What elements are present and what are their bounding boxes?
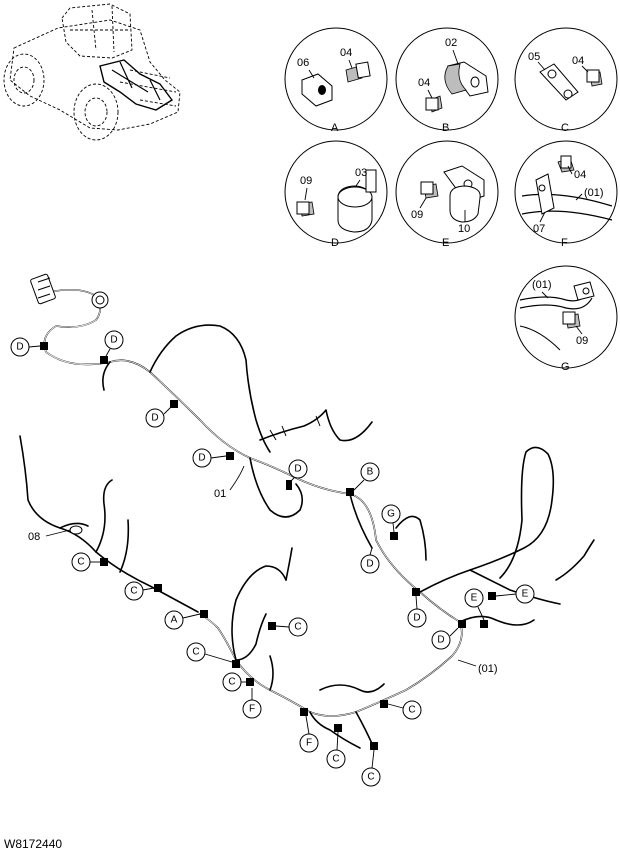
svg-text:E: E xyxy=(471,593,478,604)
callout-b: B xyxy=(353,462,380,491)
detail-d-label-03: 03 xyxy=(355,167,367,179)
detail-g-label-01: (01) xyxy=(532,279,552,291)
detail-c-label-04: 04 xyxy=(572,55,584,67)
callout-a: A xyxy=(164,610,201,630)
svg-text:E: E xyxy=(522,589,529,600)
callout-d: D xyxy=(360,547,380,574)
callout-d: D xyxy=(104,330,124,357)
detail-f-label-04: 04 xyxy=(574,169,586,181)
callout-e: E xyxy=(495,584,535,604)
svg-text:D: D xyxy=(16,342,23,353)
detail-view-c: 05 04 C xyxy=(514,27,618,134)
svg-text:C: C xyxy=(408,705,415,716)
svg-text:F: F xyxy=(306,738,312,749)
detail-a-letter: A xyxy=(331,122,339,134)
svg-text:C: C xyxy=(77,557,84,568)
svg-text:B: B xyxy=(367,467,374,478)
svg-text:C: C xyxy=(332,754,339,765)
svg-text:D: D xyxy=(437,635,444,646)
callouts: D D D D D B G D D E E D C C A C C C F C … xyxy=(10,330,535,787)
detail-c-label-05: 05 xyxy=(528,51,540,63)
callout-c: C xyxy=(387,700,422,720)
detail-g-label-09: 09 xyxy=(576,335,588,347)
svg-text:D: D xyxy=(413,613,420,624)
harness-label-01: 01 xyxy=(214,488,226,500)
callout-d: D xyxy=(431,627,459,650)
main-harness-wires xyxy=(19,273,595,750)
svg-text:F: F xyxy=(249,704,255,715)
callout-f: F xyxy=(242,688,262,719)
callout-c: C xyxy=(326,731,346,769)
svg-text:C: C xyxy=(228,677,235,688)
callout-c: C xyxy=(186,642,233,663)
detail-view-f: 04 (01) 07 F xyxy=(514,140,618,249)
svg-text:G: G xyxy=(387,509,395,520)
machine-overview-illustration xyxy=(3,3,181,141)
callout-g: G xyxy=(381,504,401,533)
callout-c: C xyxy=(124,581,155,601)
callout-d: D xyxy=(145,405,173,428)
detail-b-letter: B xyxy=(442,122,449,134)
detail-a-label-04: 04 xyxy=(340,47,352,59)
detail-d-letter: D xyxy=(331,237,339,249)
svg-text:C: C xyxy=(130,586,137,597)
callout-d: D xyxy=(288,459,308,483)
detail-f-letter: F xyxy=(561,237,568,249)
detail-b-label-02: 02 xyxy=(445,37,457,49)
detail-view-e: 09 10 E xyxy=(395,140,499,249)
detail-c-letter: C xyxy=(561,122,569,134)
svg-text:D: D xyxy=(294,464,301,475)
svg-text:C: C xyxy=(192,647,199,658)
callout-e: E xyxy=(464,588,485,621)
detail-b-label-04: 04 xyxy=(418,77,430,89)
detail-f-label-01: (01) xyxy=(584,187,604,199)
callout-c: C xyxy=(275,617,308,637)
svg-text:A: A xyxy=(171,615,178,626)
detail-view-a: 06 04 A xyxy=(284,27,388,134)
detail-view-b: 02 04 B xyxy=(395,27,499,134)
callout-f: F xyxy=(299,715,319,753)
svg-text:C: C xyxy=(294,622,301,633)
svg-text:D: D xyxy=(198,453,205,464)
detail-d-label-09: 09 xyxy=(300,175,312,187)
callout-c: C xyxy=(222,672,246,692)
svg-text:D: D xyxy=(366,559,373,570)
svg-text:D: D xyxy=(110,335,117,346)
detail-view-d: 09 03 D xyxy=(284,140,388,249)
callout-d: D xyxy=(407,595,427,628)
figure-code: W8172440 xyxy=(4,837,62,851)
detail-e-label-09: 09 xyxy=(411,209,423,221)
detail-f-label-07: 07 xyxy=(533,223,545,235)
harness-label-01-ref: (01) xyxy=(478,663,498,675)
detail-e-letter: E xyxy=(442,237,449,249)
detail-g-letter: G xyxy=(561,361,570,373)
detail-view-g: (01) 09 G xyxy=(514,265,618,373)
callout-c: C xyxy=(71,552,100,572)
grommet-label-08: 08 xyxy=(28,531,40,543)
callout-d: D xyxy=(192,448,227,468)
detail-a-label-06: 06 xyxy=(297,57,309,69)
svg-text:C: C xyxy=(367,772,374,783)
svg-text:D: D xyxy=(151,413,158,424)
detail-e-label-10: 10 xyxy=(458,223,470,235)
callout-c: C xyxy=(361,749,381,787)
callout-d: D xyxy=(10,337,41,357)
